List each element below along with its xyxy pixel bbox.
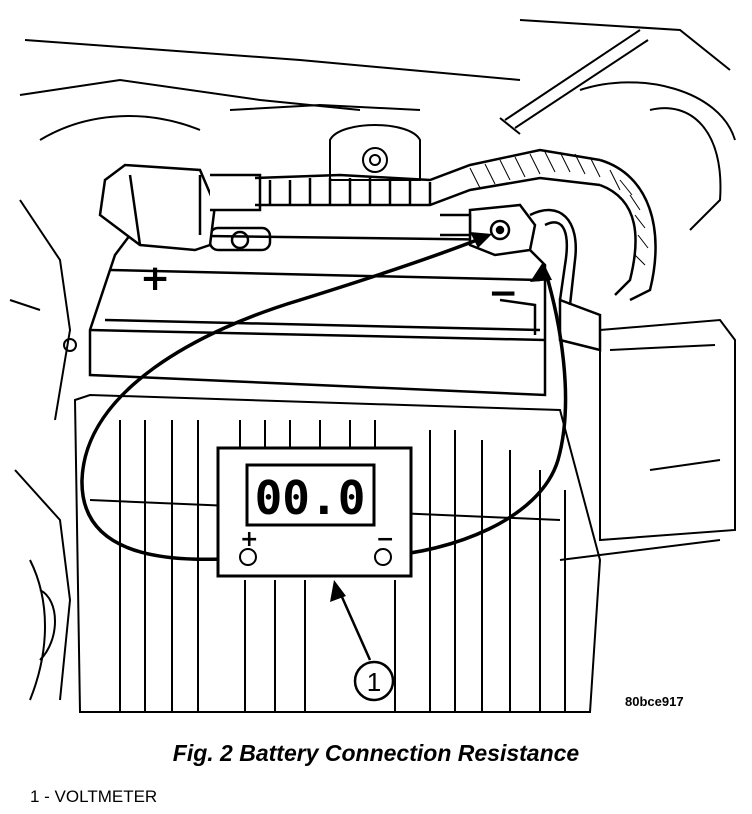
positive-test-lead	[80, 234, 488, 562]
battery-voltmeter-illustration: + − 00.0 + − 1	[9, 19, 736, 713]
meter-positive-symbol: +	[240, 527, 258, 552]
callout-1: 1	[330, 580, 395, 702]
battery	[88, 226, 547, 397]
battery-positive-symbol: +	[140, 258, 170, 299]
voltmeter-display	[245, 463, 376, 527]
meter-negative-symbol: −	[376, 527, 394, 552]
negative-terminal-clamp	[440, 203, 537, 257]
meter-positive-jack	[239, 548, 257, 566]
battery-cable	[254, 148, 657, 302]
positive-terminal-clamp	[98, 163, 262, 252]
voltmeter: 00.0 + −	[216, 446, 413, 578]
figure-caption: Fig. 2 Battery Connection Resistance	[172, 740, 580, 766]
cable-braid-pattern	[469, 151, 649, 266]
negative-test-lead	[382, 269, 568, 558]
meter-negative-jack	[374, 548, 392, 566]
engine-bay-background	[9, 19, 736, 701]
lead-arrowheads	[470, 232, 552, 282]
legend-item: 1 - VOLTMETER	[30, 787, 158, 806]
test-leads	[80, 234, 568, 562]
voltmeter-reading: 00.0	[255, 471, 366, 525]
callout-number: 1	[367, 667, 381, 697]
figure-reference-code: 80bce917	[625, 694, 684, 709]
battery-negative-symbol: −	[488, 273, 518, 314]
